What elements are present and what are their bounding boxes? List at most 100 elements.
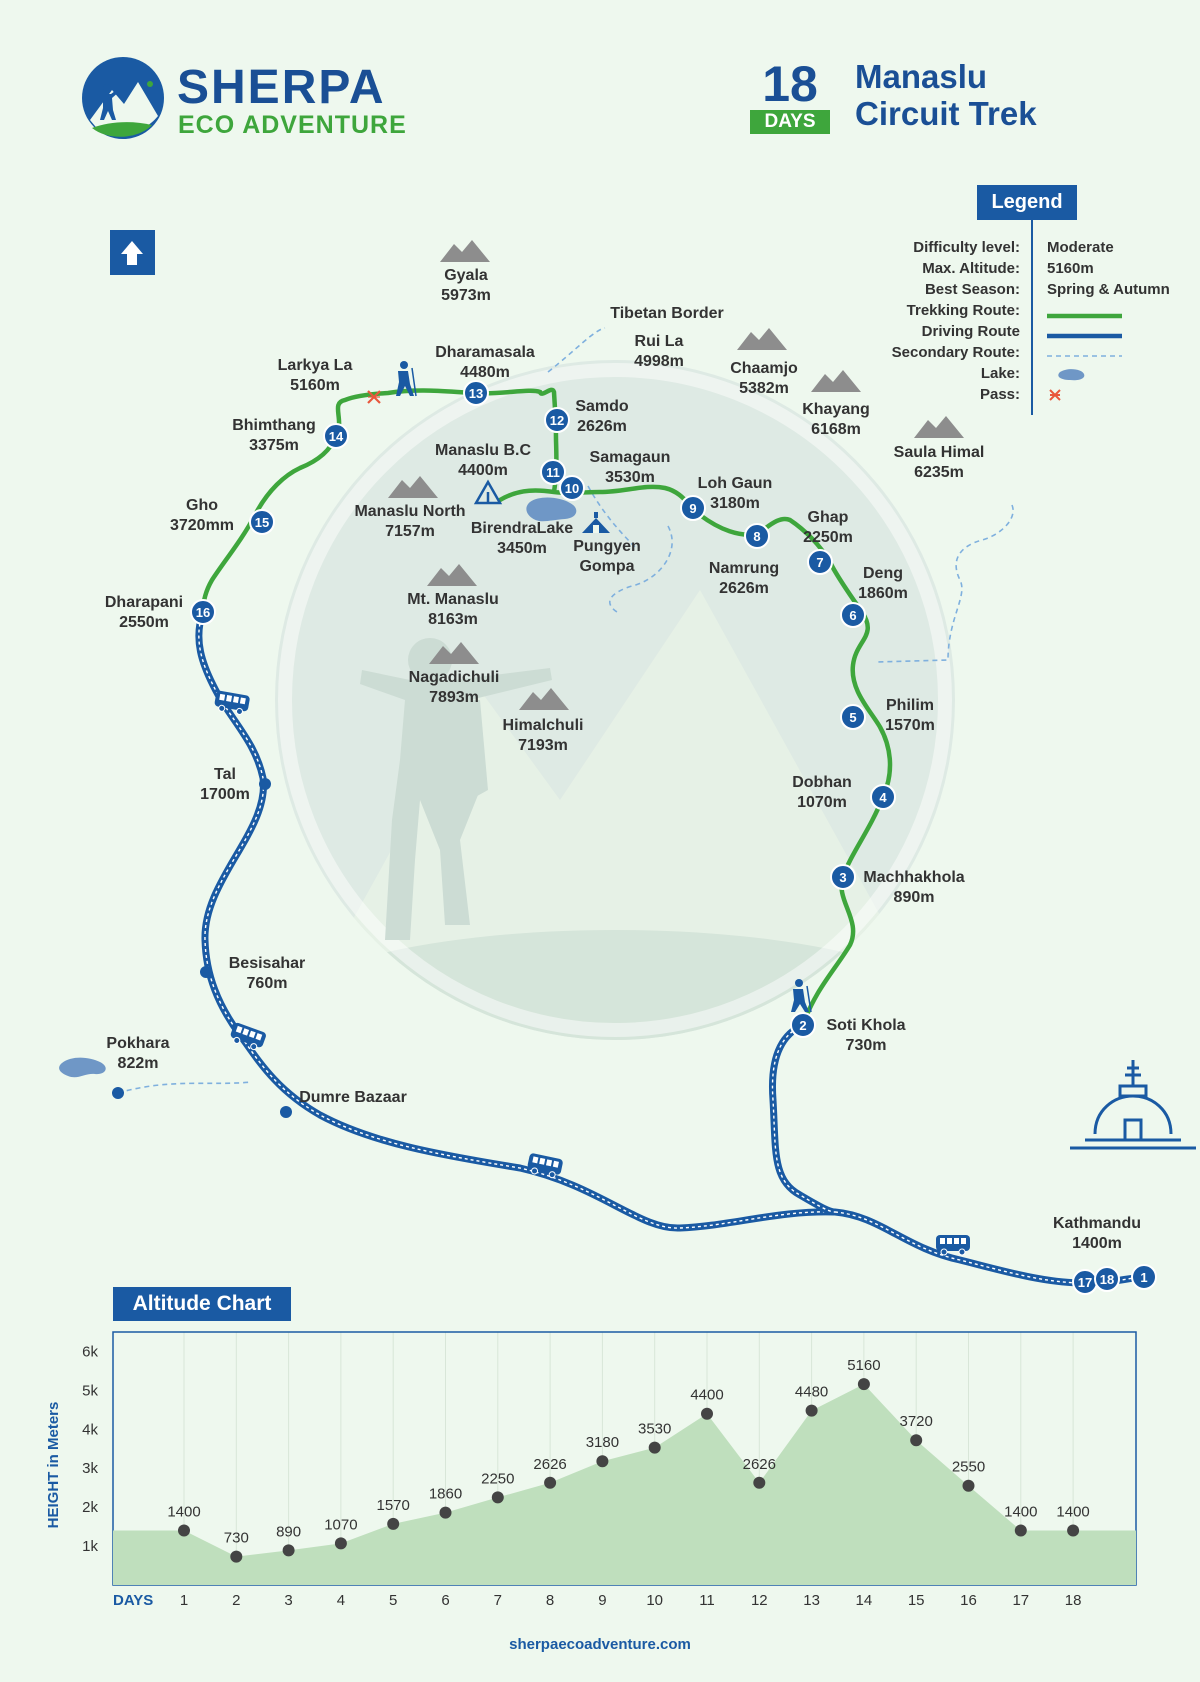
x-tick-label: 1 [180, 1592, 188, 1609]
mountain-icon [427, 564, 477, 586]
legend-label: Difficulty level: [913, 239, 1020, 256]
x-axis-label: DAYS [113, 1592, 153, 1609]
altitude-point [648, 1441, 661, 1454]
altitude-point [962, 1479, 975, 1492]
place-label-tibetan-border: Tibetan Border [610, 305, 724, 322]
brand-name: SHERPA [177, 61, 386, 114]
altitude-point [596, 1455, 609, 1468]
x-tick-label: 16 [960, 1592, 977, 1609]
x-tick-label: 2 [232, 1592, 240, 1609]
bus-icon [214, 690, 250, 715]
altitude-value-label: 2250 [481, 1470, 514, 1487]
day-stop-number: 14 [329, 429, 344, 444]
day-stop-badge: 13 [463, 380, 489, 406]
altitude-point [491, 1491, 504, 1504]
x-tick-label: 15 [908, 1592, 925, 1609]
altitude-point [857, 1378, 870, 1391]
altitude-value-label: 5160 [847, 1357, 880, 1374]
day-stop-badge: 15 [249, 509, 275, 535]
day-stop-badge: 11 [540, 459, 566, 485]
y-tick-label: 4k [82, 1421, 98, 1438]
day-stop-badge: 12 [544, 407, 570, 433]
x-tick-label: 3 [284, 1592, 292, 1609]
legend-label: Lake: [980, 365, 1020, 382]
altitude-value-label: 730 [224, 1530, 249, 1547]
day-stop-badge: 18 [1094, 1266, 1120, 1292]
altitude-point [701, 1407, 713, 1420]
altitude-value-label: 3180 [586, 1434, 619, 1451]
altitude-value-label: 4400 [690, 1387, 723, 1404]
mountain-icons [388, 240, 964, 710]
x-tick-label: 9 [598, 1592, 606, 1609]
altitude-value-label: 1400 [167, 1504, 200, 1521]
day-stop-number: 18 [1100, 1272, 1114, 1287]
secondary-routes [117, 327, 1014, 1094]
altitude-value-label: 4480 [795, 1384, 828, 1401]
altitude-point [1067, 1524, 1080, 1537]
x-tick-label: 6 [441, 1592, 449, 1609]
legend-value: Spring & Autumn [1047, 281, 1170, 298]
altitude-value-label: 1070 [324, 1516, 357, 1533]
altitude-point [387, 1517, 400, 1530]
altitude-point [805, 1404, 818, 1417]
x-tick-label: 11 [699, 1592, 715, 1609]
day-stop-number: 1 [1140, 1270, 1147, 1285]
day-stop-badge: 6 [840, 602, 866, 628]
day-stop-number: 13 [469, 386, 483, 401]
day-stop-badge: 4 [870, 784, 896, 810]
trek-days-number: 18 [762, 56, 818, 112]
mountain-icon [811, 370, 861, 392]
day-stop-badge: 5 [840, 704, 866, 730]
website-footer: sherpaecoadventure.com [509, 1636, 691, 1653]
legend-title: Legend [977, 185, 1077, 220]
legend-label: Driving Route [921, 323, 1020, 340]
altitude-value-label: 1860 [429, 1486, 462, 1503]
bus-icons [214, 690, 970, 1256]
x-tick-label: 7 [494, 1592, 502, 1609]
gompa-icon [582, 512, 610, 533]
bus-icon [527, 1153, 563, 1179]
day-stop-number: 2 [799, 1018, 806, 1033]
y-tick-label: 1k [82, 1538, 98, 1555]
altitude-value-label: 1570 [377, 1497, 410, 1514]
legend-symbols [1031, 203, 1122, 415]
altitude-point [178, 1524, 190, 1537]
legend-label: Trekking Route: [906, 302, 1020, 319]
legend-value: Moderate [1047, 239, 1114, 256]
x-tick-label: 17 [1012, 1592, 1029, 1609]
brand-tagline: ECO ADVENTURE [178, 111, 407, 139]
y-tick-label: 5k [82, 1382, 98, 1399]
day-stop-number: 15 [255, 515, 269, 530]
day-stop-number: 9 [689, 501, 696, 516]
day-stop-badge: 2 [790, 1012, 816, 1038]
day-stop-number: 6 [849, 608, 856, 623]
mountain-icon [440, 240, 490, 262]
altitude-point [753, 1476, 766, 1489]
altitude-value-label: 1400 [1004, 1504, 1037, 1521]
altitude-value-label: 1400 [1056, 1504, 1089, 1521]
up-arrow-icon [121, 241, 143, 265]
place-label-dumre-bazaar: Dumre Bazaar [299, 1089, 407, 1106]
bus-icon [936, 1235, 970, 1256]
day-stop-number: 16 [196, 605, 210, 620]
stupa-icon [1070, 1060, 1196, 1150]
